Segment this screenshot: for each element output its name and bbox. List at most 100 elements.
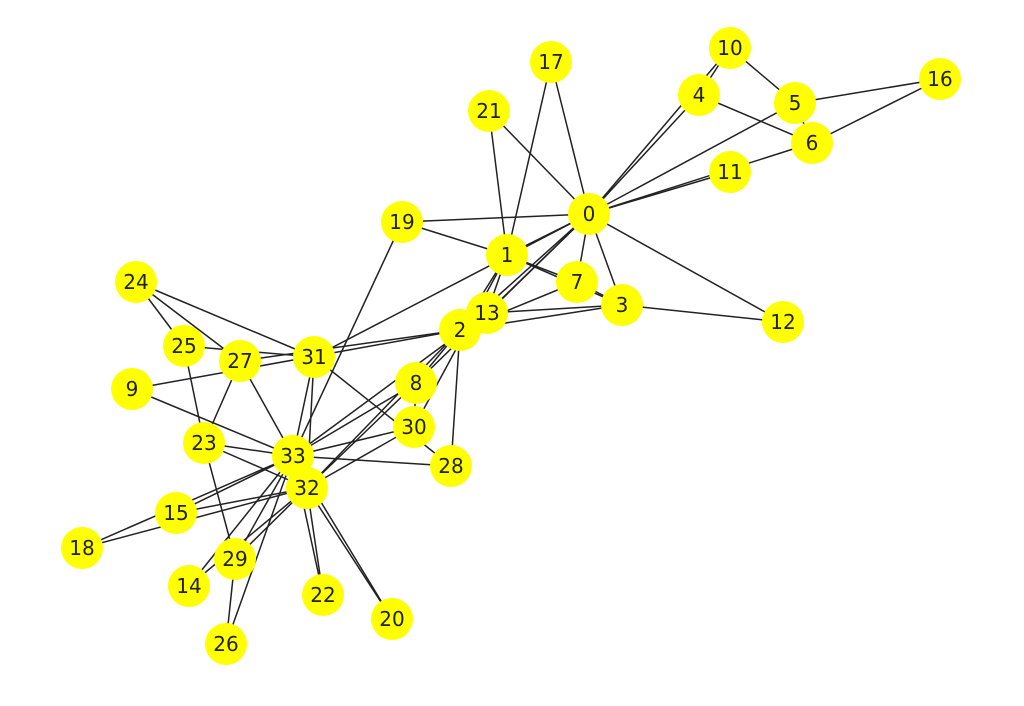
- node-circle-18: [61, 527, 103, 569]
- node-label-27: 27: [227, 349, 252, 373]
- node-circle-32: [286, 467, 328, 509]
- node-15: 15: [155, 492, 197, 534]
- edge-28-33: [292, 455, 452, 467]
- node-22: 22: [302, 574, 344, 616]
- edge-2-28: [450, 329, 461, 467]
- node-32: 32: [286, 467, 328, 509]
- node-31: 31: [293, 336, 335, 378]
- node-circle-15: [155, 492, 197, 534]
- edge-6-16: [811, 78, 941, 144]
- node-circle-21: [468, 90, 510, 132]
- node-circle-33: [272, 435, 314, 477]
- edge-3-13: [486, 304, 623, 314]
- node-10: 10: [709, 27, 751, 69]
- node-circle-22: [302, 574, 344, 616]
- node-25: 25: [163, 325, 205, 367]
- edge-0-12: [588, 213, 784, 323]
- node-label-25: 25: [171, 334, 196, 358]
- node-24: 24: [115, 261, 157, 303]
- node-label-11: 11: [717, 160, 742, 184]
- node-circle-10: [709, 27, 751, 69]
- node-label-5: 5: [789, 91, 802, 115]
- node-label-33: 33: [280, 444, 305, 468]
- node-circle-8: [395, 362, 437, 404]
- node-circle-16: [919, 58, 961, 100]
- node-label-19: 19: [389, 210, 414, 234]
- edge-0-19: [401, 213, 590, 223]
- node-18: 18: [61, 527, 103, 569]
- edge-0-21: [488, 110, 590, 215]
- node-label-13: 13: [474, 301, 499, 325]
- edge-0-17: [550, 61, 590, 215]
- node-11: 11: [709, 151, 751, 193]
- node-label-23: 23: [191, 431, 216, 455]
- edge-0-10: [588, 47, 731, 215]
- edge-8-32: [306, 382, 417, 489]
- edge-15-33: [175, 455, 294, 514]
- node-21: 21: [468, 90, 510, 132]
- edge-0-13: [486, 213, 590, 314]
- node-12: 12: [762, 301, 804, 343]
- node-label-29: 29: [222, 547, 247, 571]
- node-circle-30: [393, 406, 435, 448]
- node-label-20: 20: [379, 607, 404, 631]
- node-19: 19: [381, 201, 423, 243]
- node-9: 9: [111, 368, 153, 410]
- node-13: 13: [466, 292, 508, 334]
- edge-2-32: [306, 329, 461, 489]
- node-label-16: 16: [927, 67, 952, 91]
- node-label-0: 0: [583, 202, 596, 226]
- node-28: 28: [430, 445, 472, 487]
- node-29: 29: [214, 538, 256, 580]
- node-label-24: 24: [123, 270, 148, 294]
- node-circle-13: [466, 292, 508, 334]
- edge-24-27: [135, 281, 241, 362]
- node-circle-25: [163, 325, 205, 367]
- node-label-8: 8: [410, 371, 423, 395]
- edge-0-31: [313, 213, 590, 358]
- node-circle-3: [601, 284, 643, 326]
- node-label-32: 32: [294, 476, 319, 500]
- node-1: 1: [486, 234, 528, 276]
- node-label-26: 26: [213, 632, 238, 656]
- node-label-2: 2: [454, 318, 467, 342]
- node-23: 23: [183, 422, 225, 464]
- edge-2-27: [239, 329, 461, 362]
- node-circle-28: [430, 445, 472, 487]
- node-circle-4: [678, 74, 720, 116]
- node-circle-6: [791, 122, 833, 164]
- node-circle-23: [183, 422, 225, 464]
- node-label-30: 30: [401, 415, 426, 439]
- node-0: 0: [568, 193, 610, 235]
- edge-8-33: [292, 382, 417, 457]
- node-17: 17: [530, 41, 572, 83]
- edge-24-31: [135, 281, 315, 358]
- node-label-7: 7: [571, 270, 584, 294]
- edge-1-21: [488, 110, 508, 256]
- node-label-21: 21: [476, 99, 501, 123]
- node-circle-26: [205, 623, 247, 665]
- node-circle-0: [568, 193, 610, 235]
- node-label-17: 17: [538, 50, 563, 74]
- node-circle-20: [371, 598, 413, 640]
- node-label-18: 18: [69, 536, 94, 560]
- node-label-28: 28: [438, 454, 463, 478]
- node-circle-31: [293, 336, 335, 378]
- edge-15-32: [175, 487, 308, 514]
- node-label-9: 9: [126, 377, 139, 401]
- node-20: 20: [371, 598, 413, 640]
- edge-3-12: [621, 304, 784, 323]
- node-label-22: 22: [310, 583, 335, 607]
- node-33: 33: [272, 435, 314, 477]
- edge-0-11: [588, 171, 731, 215]
- node-27: 27: [219, 340, 261, 382]
- node-5: 5: [774, 82, 816, 124]
- node-16: 16: [919, 58, 961, 100]
- node-circle-9: [111, 368, 153, 410]
- node-8: 8: [395, 362, 437, 404]
- node-6: 6: [791, 122, 833, 164]
- node-3: 3: [601, 284, 643, 326]
- node-4: 4: [678, 74, 720, 116]
